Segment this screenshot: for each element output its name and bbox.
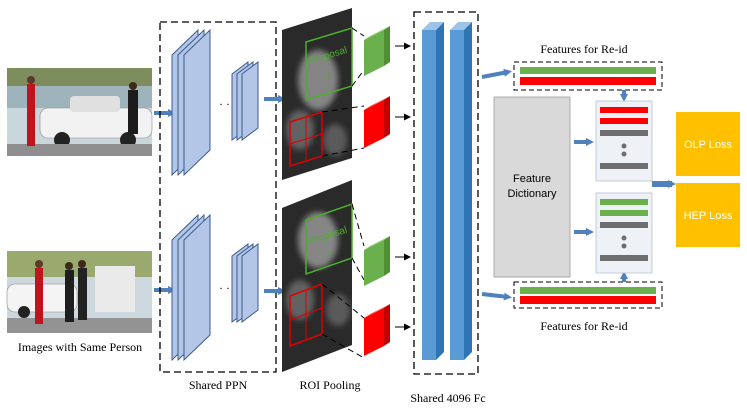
ppn-dots-top: · ·	[219, 97, 230, 111]
arrows-pooled-to-fc	[395, 42, 411, 331]
ppn-stack-bottom	[171, 213, 259, 362]
pooled-green-bottom	[364, 236, 390, 286]
pooled-red-bottom	[364, 304, 390, 356]
input-image-bottom	[6, 251, 152, 333]
feature-box-top	[595, 100, 653, 182]
shared-ppn-box	[159, 21, 277, 373]
arrow-fc-to-features-bottom	[481, 292, 512, 301]
ppn-stack-top	[171, 28, 259, 177]
olp-loss-box	[676, 112, 740, 176]
arrow-fc-to-features-top	[481, 68, 512, 79]
proposal-num-top: 1	[326, 72, 332, 83]
olp-loss-label: OLP Loss	[684, 139, 733, 151]
hep-loss-box	[676, 183, 740, 247]
ppn-dots-bottom: · ·	[219, 281, 230, 295]
dictionary-label-line1: Feature	[513, 173, 551, 185]
feature-box-bottom	[595, 192, 653, 274]
images-caption: Images with Same Person	[18, 340, 142, 354]
feature-map-bottom	[282, 180, 353, 372]
features-bottom-label: Features for Re-id	[540, 319, 627, 333]
input-image-top	[7, 68, 153, 156]
features-top	[513, 61, 663, 91]
dictionary-label-line2: Dictionary	[508, 188, 557, 200]
shared-fc-box	[413, 11, 479, 375]
projection-lines	[321, 27, 365, 359]
shared-ppn-label: Shared PPN	[189, 378, 248, 392]
roi-pooling-label: ROI Pooling	[299, 378, 360, 392]
hep-loss-label: HEP Loss	[684, 210, 733, 222]
fc-layer-1	[422, 22, 444, 360]
fc-layer-2	[450, 22, 472, 360]
features-bottom	[513, 281, 663, 309]
feature-dictionary	[493, 96, 571, 278]
features-top-label: Features for Re-id	[540, 42, 627, 56]
proposal-num-bottom: 2	[326, 250, 332, 261]
shared-fc-label: Shared 4096 Fc	[410, 391, 485, 405]
pooled-red-top	[364, 96, 390, 148]
pooled-green-top	[364, 26, 390, 76]
feature-map-top	[282, 8, 353, 180]
